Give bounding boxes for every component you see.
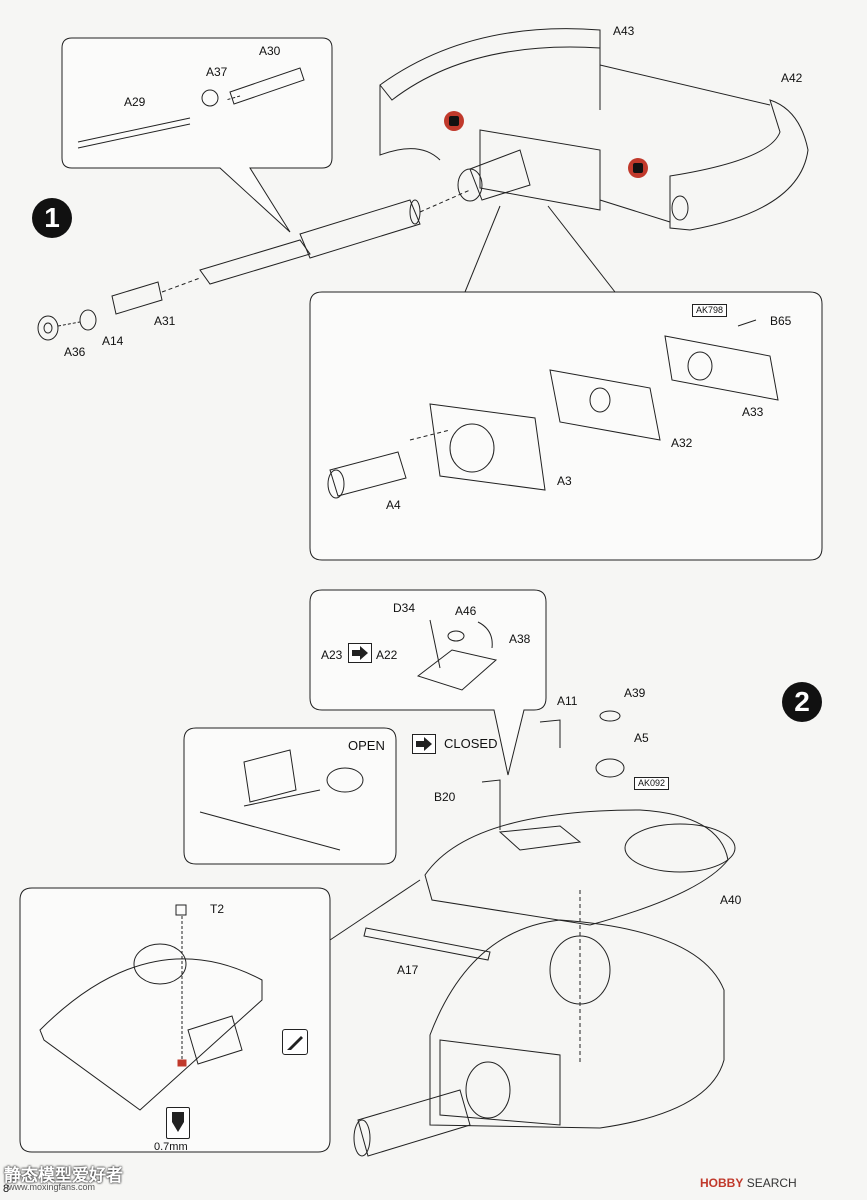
- part-label-a5: A5: [634, 731, 649, 745]
- watermark-right: HOBBY SEARCH: [700, 1176, 797, 1190]
- part-label-a40: A40: [720, 893, 742, 907]
- step-badge-2: 2: [782, 682, 822, 722]
- part-label-b20: B20: [434, 790, 456, 804]
- paint-code-ak092: AK092: [634, 777, 670, 790]
- roof-detail-callout: [19, 879, 421, 1153]
- part-label-a46: A46: [455, 604, 477, 618]
- part-label-a17: A17: [397, 963, 419, 977]
- no-glue-icon: [444, 111, 464, 131]
- barrel-callout: [61, 37, 333, 233]
- watermark-brand: HOBBY: [700, 1176, 744, 1190]
- part-label-a14: A14: [102, 334, 124, 348]
- drill-size-label: 0.7mm: [154, 1141, 188, 1153]
- turret-ring-assembly: [379, 28, 809, 231]
- knife-icon: [282, 1029, 308, 1055]
- part-label-a22: A22: [376, 648, 398, 662]
- part-label-t2: T2: [210, 902, 225, 916]
- part-label-a37: A37: [206, 65, 228, 79]
- part-label-a43: A43: [613, 24, 635, 38]
- arrow-icon: [348, 643, 372, 663]
- page-number: 8: [3, 1183, 10, 1195]
- part-label-a31: A31: [154, 314, 176, 328]
- part-label-a23: A23: [321, 648, 343, 662]
- part-label-a32: A32: [671, 436, 693, 450]
- step-badge-1: 1: [32, 198, 72, 238]
- part-label-a33: A33: [742, 405, 764, 419]
- open-hatch-view: [183, 727, 397, 865]
- part-label-a30: A30: [259, 44, 281, 58]
- part-label-b65: B65: [770, 314, 792, 328]
- part-label-a29: A29: [124, 95, 146, 109]
- part-label-a39: A39: [624, 686, 646, 700]
- part-label-d34: D34: [393, 601, 416, 615]
- turret-body: [353, 919, 725, 1157]
- watermark-left-url: www.moxingfans.com: [8, 1182, 96, 1192]
- arrow-icon: [412, 734, 436, 754]
- part-label-a4: A4: [386, 498, 401, 512]
- paint-code-ak798: AK798: [692, 304, 728, 317]
- hatch-callout: [309, 589, 547, 776]
- watermark-left: 静态模型爱好者: [4, 1166, 123, 1185]
- part-label-a42: A42: [781, 71, 803, 85]
- part-label-a38: A38: [509, 632, 531, 646]
- no-glue-icon: [628, 158, 648, 178]
- closed-label: CLOSED: [444, 736, 498, 751]
- part-label-a11: A11: [557, 694, 578, 708]
- turret-roof: [363, 710, 736, 1065]
- part-label-a3: A3: [557, 474, 572, 488]
- part-label-a36: A36: [64, 345, 86, 359]
- mantlet-detail-callout: [309, 205, 823, 561]
- watermark-suffix: SEARCH: [746, 1176, 797, 1190]
- open-label: OPEN: [348, 738, 385, 753]
- gun-barrel: [37, 189, 471, 341]
- drill-icon: [166, 1107, 190, 1139]
